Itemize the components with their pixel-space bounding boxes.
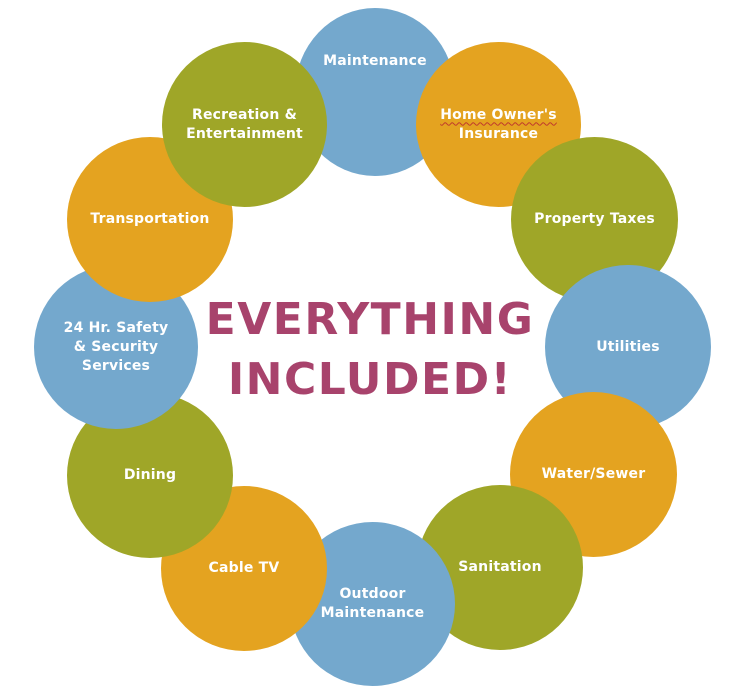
circle-label-safety-security: 24 Hr. Safety & Security Services (63, 319, 169, 374)
circle-label-maintenance: Maintenance (323, 52, 427, 69)
circle-label-transportation: Transportation (90, 211, 210, 227)
circle-label-water-sewer: Water/Sewer (541, 466, 646, 482)
circle-label-dining: Dining (123, 467, 177, 483)
circle-label-outdoor-maintenance: Outdoor Maintenance (320, 586, 425, 621)
circle-label-cable-tv: Cable TV (208, 560, 280, 576)
center-title-line1: EVERYTHING (205, 294, 535, 345)
circle-label-sanitation: Sanitation (458, 559, 542, 575)
center-title-line2: INCLUDED! (227, 354, 513, 405)
circle-label-property-taxes: Property Taxes (534, 211, 655, 227)
circle-recreation-entertainment: Recreation & Entertainment (162, 42, 327, 207)
circle-label-recreation-entertainment: Recreation & Entertainment (186, 106, 303, 142)
center-title: EVERYTHING INCLUDED! (160, 290, 580, 410)
circle-label-utilities: Utilities (596, 338, 660, 355)
